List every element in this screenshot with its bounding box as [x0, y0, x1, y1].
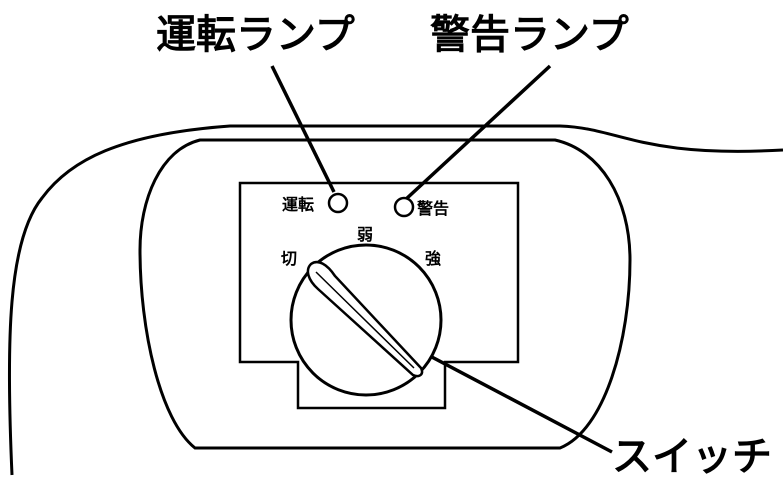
switch-position-weak-label: 弱 — [357, 225, 373, 244]
device-housing-outline — [7, 124, 783, 476]
run-lamp-icon — [327, 192, 349, 214]
switch-position-strong-label: 強 — [425, 249, 441, 268]
switch-callout-label: スイッチ — [612, 434, 772, 477]
run-lamp-panel-label: 運転 — [282, 195, 314, 214]
warning-lamp-leader-line — [403, 64, 552, 202]
switch-position-off-label: 切 — [281, 249, 297, 268]
run-lamp-leader-line — [270, 65, 336, 193]
run-lamp-callout-label: 運転ランプ — [156, 12, 355, 58]
rotary-switch-pointer-ridge — [315, 271, 415, 369]
warning-lamp-callout-label: 警告ランプ — [430, 12, 629, 58]
warning-lamp-panel-label: 警告 — [416, 199, 449, 218]
warning-lamp-icon — [393, 196, 415, 218]
